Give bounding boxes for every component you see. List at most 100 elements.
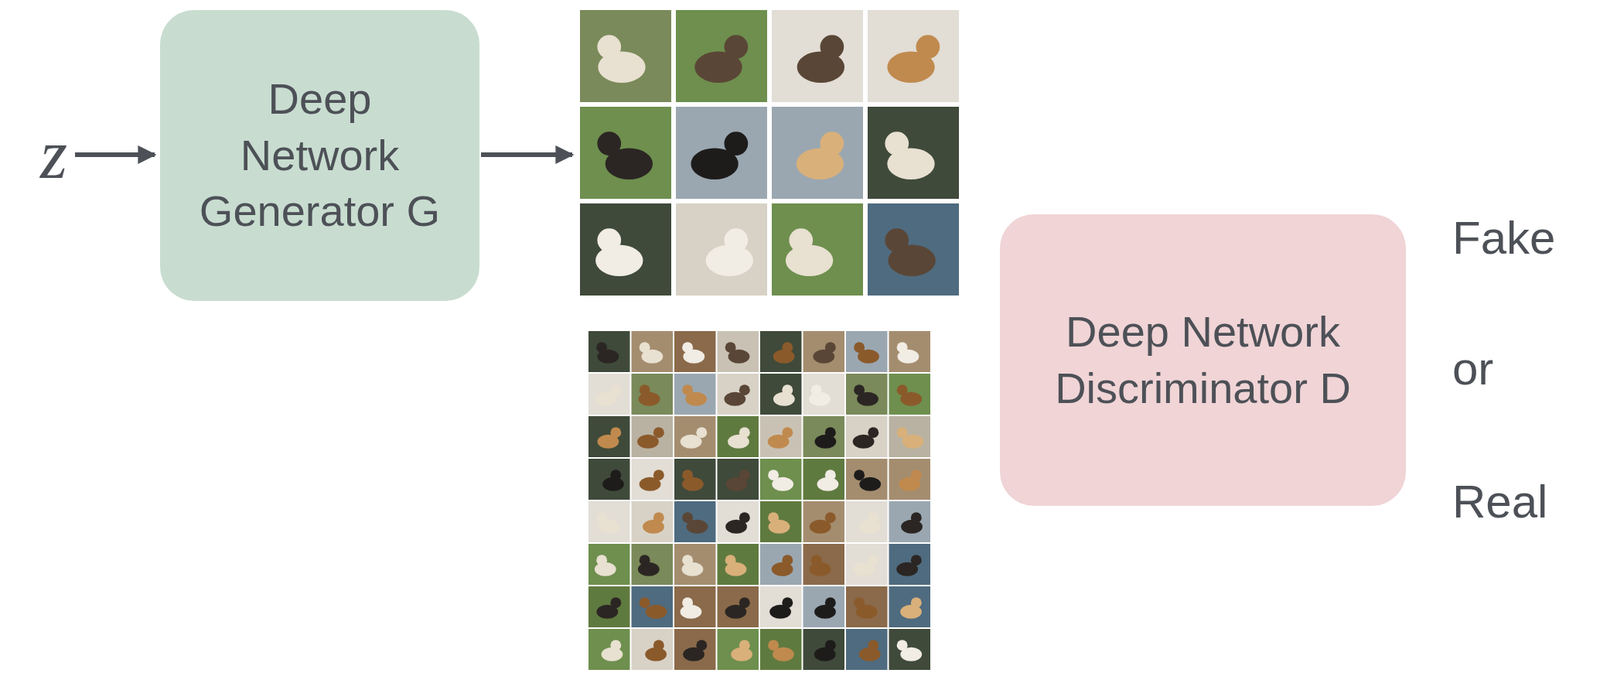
dog-head — [597, 131, 621, 156]
photo-ground — [889, 330, 932, 372]
box-title: Deep Network Discriminator D — [1051, 303, 1355, 417]
output-label: Real — [1452, 474, 1548, 529]
photo-ground — [760, 586, 802, 628]
photo-ground — [760, 416, 802, 458]
photo-tile — [631, 458, 674, 500]
dog-body — [809, 562, 832, 577]
photo-tile — [675, 203, 768, 296]
dog-body — [859, 647, 881, 662]
photo-ground — [803, 330, 846, 372]
photo-tile — [867, 10, 959, 103]
photo-ground — [588, 628, 631, 670]
photo-ground — [803, 373, 846, 415]
photo-tile — [588, 458, 631, 500]
photo-ground — [889, 543, 932, 585]
photo-tile — [846, 543, 888, 585]
real-image-grid — [588, 330, 931, 670]
generator-box: Deep Network Generator G — [160, 10, 480, 301]
photo-ground — [674, 501, 717, 543]
dog-head — [884, 228, 909, 253]
dog-head — [781, 426, 793, 438]
dog-body — [594, 562, 617, 577]
photo-ground — [846, 330, 888, 372]
dog-head — [739, 639, 751, 651]
photo-tile — [889, 416, 932, 458]
dog-head — [820, 131, 845, 156]
photo-tile — [717, 458, 760, 500]
photo-tile — [579, 203, 672, 296]
photo-tile — [760, 501, 802, 543]
photo-ground — [846, 628, 888, 670]
photo-ground — [846, 458, 888, 500]
photo-tile — [588, 373, 631, 415]
photo-ground — [588, 330, 631, 372]
photo-tile — [588, 628, 631, 670]
dog-head — [639, 384, 651, 396]
dog-head — [610, 469, 621, 481]
dog-head — [739, 469, 751, 481]
dog-head — [724, 131, 749, 156]
photo-ground — [717, 543, 760, 585]
photo-ground — [717, 373, 760, 415]
dog-head — [825, 597, 836, 608]
photo-tile — [631, 330, 674, 372]
photo-ground — [588, 458, 631, 500]
photo-ground — [631, 501, 674, 543]
photo-tile — [846, 373, 888, 415]
dog-head — [867, 554, 879, 566]
photo-ground — [760, 458, 802, 500]
photo-ground — [760, 373, 802, 415]
dog-head — [639, 554, 651, 566]
photo-tile — [717, 416, 760, 458]
photo-tile — [760, 586, 802, 628]
dog-head — [910, 554, 922, 566]
photo-tile — [674, 458, 717, 500]
dog-head — [867, 511, 879, 523]
dog-head — [781, 597, 793, 608]
dog-body — [785, 245, 833, 277]
photo-tile — [889, 543, 932, 585]
dog-head — [653, 469, 665, 481]
dog-body — [637, 562, 660, 577]
photo-tile — [846, 586, 888, 628]
photo-ground — [579, 10, 672, 103]
photo-tile — [631, 543, 674, 585]
dog-body — [645, 604, 668, 619]
photo-ground — [846, 543, 888, 585]
photo-ground — [771, 106, 864, 199]
dog-head — [916, 34, 941, 59]
dog-head — [682, 384, 693, 396]
dog-head — [739, 597, 751, 608]
dog-head — [724, 34, 749, 59]
photo-ground — [803, 501, 846, 543]
photo-tile — [588, 586, 631, 628]
photo-ground — [889, 586, 932, 628]
dog-head — [596, 341, 608, 353]
dog-head — [825, 469, 836, 481]
dog-head — [724, 228, 749, 253]
photo-ground — [717, 628, 760, 670]
dog-head — [639, 597, 651, 608]
photo-tile — [631, 416, 674, 458]
dog-head — [610, 639, 621, 651]
dog-head — [597, 228, 621, 253]
dog-head — [767, 469, 779, 481]
photo-ground — [771, 10, 864, 103]
photo-tile — [579, 106, 672, 199]
photo-ground — [588, 501, 631, 543]
dog-head — [910, 511, 922, 523]
photo-tile — [631, 628, 674, 670]
photo-tile — [717, 586, 760, 628]
dog-head — [897, 384, 908, 396]
dog-body — [601, 647, 624, 662]
dog-head — [884, 131, 909, 156]
photo-tile — [588, 416, 631, 458]
dog-head — [767, 511, 779, 523]
photo-tile — [631, 373, 674, 415]
photo-ground — [717, 330, 760, 372]
photo-tile — [803, 586, 846, 628]
photo-ground — [717, 416, 760, 458]
dog-head — [695, 426, 707, 438]
photo-ground — [717, 458, 760, 500]
